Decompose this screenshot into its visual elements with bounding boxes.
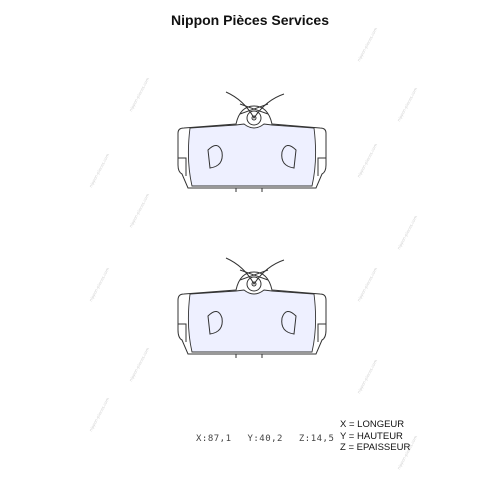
friction-material (187, 289, 317, 353)
ear-right (317, 323, 326, 342)
center-pin (251, 115, 257, 121)
dimension-x: X:87,1 (196, 434, 232, 444)
wear-clip-arm (239, 103, 269, 115)
dimension-y: Y:40,2 (247, 434, 283, 444)
wear-clip (225, 257, 285, 285)
dimension-legend: X = LONGEUR Y = HAUTEUR Z = EPAISSEUR (340, 419, 410, 454)
backing-plate-outline (177, 271, 327, 355)
center-hole (246, 110, 262, 126)
slot-left (207, 311, 223, 335)
wear-clip-arm (239, 269, 269, 281)
page-title: Nippon Pièces Services (171, 12, 329, 28)
wear-clip (225, 91, 285, 119)
center-hole (246, 276, 262, 292)
backing-plate-outline (177, 105, 327, 189)
ear-left (178, 323, 187, 342)
slot-right (281, 145, 297, 169)
ear-left (178, 157, 187, 176)
center-pin (251, 281, 257, 287)
friction-material (187, 123, 317, 187)
ear-right (317, 157, 326, 176)
slot-right (281, 311, 297, 335)
brake-pad-top (177, 91, 327, 192)
legend-z: Z = EPAISSEUR (340, 442, 411, 453)
dimension-z: Z:14,5 (298, 434, 335, 444)
slot-left (207, 145, 223, 169)
dimension-readout: X:87,1 Y:40,2 Z:14,5 (196, 434, 344, 444)
brake-pad-bottom (177, 257, 327, 358)
legend-y: Y = HAUTEUR (340, 430, 403, 442)
legend-x: X = LONGEUR (340, 419, 405, 430)
